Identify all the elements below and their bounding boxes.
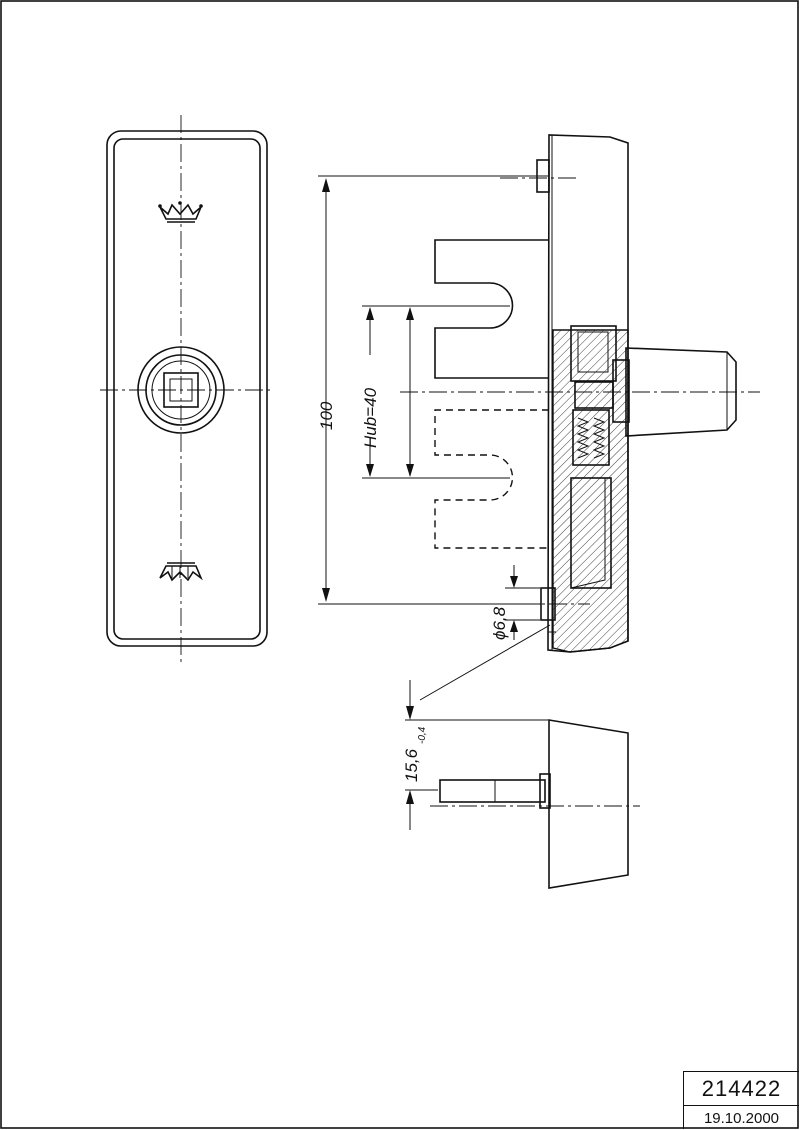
square-spindle-inner [169, 378, 193, 402]
dim-pin-diameter-text: ϕ6,8 [490, 606, 509, 640]
front-view [100, 115, 272, 665]
upper-cavity [570, 325, 617, 382]
spring [576, 417, 590, 459]
lower-cavity-step [570, 478, 606, 589]
drawing-date: 19.10.2000 [703, 1110, 780, 1127]
detail-pin-shaft [439, 779, 546, 803]
dim-overall-height-text: 100 [317, 401, 336, 430]
lower-cavity [570, 477, 612, 589]
front-plate-outer [106, 130, 268, 647]
latch-fork-lower [434, 409, 549, 549]
rosette-middle-ring [145, 354, 217, 426]
crown-open-icon [158, 201, 203, 223]
latch-fork-upper [434, 239, 549, 379]
upper-cavity-inner [577, 331, 609, 373]
crown-closed-icon [159, 562, 203, 582]
section-view [400, 134, 760, 653]
title-block-divider [684, 1105, 799, 1106]
detail-view: 15,6 -0,4 [402, 680, 640, 889]
spring-chamber [572, 409, 610, 466]
pin-chamfer [547, 620, 556, 633]
detail-leader-line [419, 624, 551, 701]
dimension-100: 100 [317, 175, 548, 605]
rosette-inner-ring [151, 360, 211, 420]
knob-collar [612, 359, 630, 423]
dim-stroke-text: Hub=40 [361, 387, 380, 448]
square-spindle-outer [163, 372, 199, 408]
title-block: 214422 19.10.2000 [683, 1071, 799, 1129]
dimension-pin-diameter: ϕ6,8 [490, 565, 540, 640]
dim-pin-length-text: 15,6 [402, 748, 421, 782]
front-plate-inner [113, 138, 261, 640]
drawing-number: 214422 [701, 1076, 782, 1101]
spring-2 [592, 417, 606, 459]
dim-pin-length-tolerance: -0,4 [417, 726, 428, 744]
detail-knob-body [548, 719, 629, 889]
rosette-outer-ring [137, 346, 225, 434]
detail-pin-collar [539, 773, 551, 809]
dimension-hub: Hub=40 [358, 305, 420, 479]
